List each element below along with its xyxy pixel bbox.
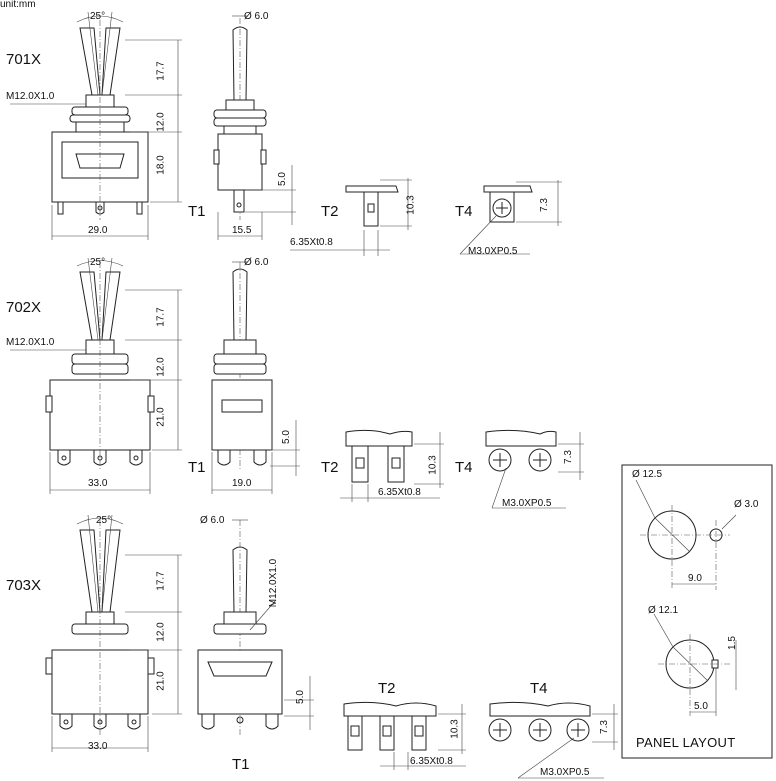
703x-t2-terminal: [343, 701, 466, 770]
702x-side-pin: 5.0: [280, 430, 292, 444]
701x-dim-bushing: 12.0: [155, 112, 167, 132]
701x-t4-screw: M3.0XP0.5: [468, 246, 518, 257]
701x-t4-height: 7.3: [538, 198, 550, 212]
703x-t2-tab: 6.35Xt0.8: [410, 756, 453, 767]
701x-angle: 25°: [90, 11, 106, 22]
702x-t2-label: T2: [321, 459, 339, 476]
703x-t4-label: T4: [530, 680, 548, 697]
703x-t1-label: T1: [232, 756, 250, 773]
703x-t2-label: T2: [378, 680, 396, 697]
702x-t2-terminal: [340, 429, 444, 502]
701x-t1-label: T1: [188, 203, 206, 220]
703x-side-pin: 5.0: [294, 690, 306, 704]
701x-side-diameter: Ø 6.0: [244, 11, 269, 22]
703x-angle: 25°: [96, 515, 112, 526]
703x-side-diameter: Ø 6.0: [200, 515, 225, 526]
702x-dim-lever: 17.7: [155, 307, 167, 327]
701x-side-pin: 5.0: [276, 172, 288, 186]
panel-hole2-offset: 5.0: [694, 701, 708, 712]
703x-dim-bushing: 12.0: [155, 622, 167, 642]
701x-side-width: 15.5: [232, 225, 252, 236]
702x-t4-terminal: [485, 429, 584, 509]
703x-front-view: [45, 514, 182, 752]
model-702x-title: 702X: [6, 299, 42, 316]
panel-hole1-small-diameter: Ø 3.0: [734, 499, 759, 510]
702x-t4-screw: M3.0XP0.5: [502, 498, 552, 509]
701x-dim-lever: 17.7: [155, 61, 167, 81]
702x-dim-bushing: 12.0: [155, 357, 167, 377]
703x-t4-screw: M3.0XP0.5: [540, 767, 590, 778]
703x-t4-height: 7.3: [598, 720, 610, 734]
model-703x-title: 703X: [6, 577, 42, 594]
702x-front-view: [10, 257, 182, 494]
702x-thread: M12.0X1.0: [6, 337, 55, 348]
702x-side-view: [211, 261, 300, 494]
703x-thread: M12.0X1.0: [268, 558, 280, 608]
panel-layout-box: [621, 464, 773, 759]
701x-width: 29.0: [88, 225, 108, 236]
702x-width: 33.0: [88, 478, 108, 489]
703x-dim-lever: 17.7: [155, 571, 167, 591]
703x-width: 33.0: [88, 741, 108, 752]
702x-dim-body: 21.0: [155, 407, 167, 427]
703x-dim-body: 21.0: [155, 671, 167, 691]
703x-side-view: [197, 519, 314, 735]
model-701x-title: 701X: [6, 51, 42, 68]
panel-hole1-diameter: Ø 12.5: [632, 469, 663, 480]
703x-t2-height: 10.3: [449, 719, 461, 739]
702x-t2-tab: 6.35Xt0.8: [378, 487, 421, 498]
702x-angle: 25°: [90, 257, 106, 268]
701x-side-view: [213, 15, 296, 240]
unit-label: unit:mm: [0, 0, 36, 10]
701x-t2-label: T2: [321, 203, 339, 220]
701x-t4-terminal: [459, 180, 562, 255]
701x-t4-label: T4: [455, 203, 473, 220]
702x-t1-label: T1: [188, 459, 206, 476]
701x-t2-terminal: [290, 178, 412, 256]
panel-hole1-offset: 9.0: [688, 573, 702, 584]
702x-side-width: 19.0: [232, 478, 252, 489]
702x-side-diameter: Ø 6.0: [244, 257, 269, 268]
panel-hole2-key: 1.5: [726, 636, 738, 650]
702x-t2-height: 10.3: [427, 455, 439, 475]
702x-t4-label: T4: [455, 459, 473, 476]
701x-t2-height: 10.3: [405, 195, 417, 215]
701x-front-view: [10, 11, 182, 240]
702x-t4-height: 7.3: [562, 450, 574, 464]
701x-thread: M12.0X1.0: [6, 91, 55, 102]
panel-layout-title: PANEL LAYOUT: [636, 735, 736, 750]
703x-t4-terminal: [488, 701, 618, 779]
701x-dim-body: 18.0: [155, 155, 167, 175]
701x-t2-tab: 6.35Xt0.8: [290, 237, 333, 248]
panel-hole2-diameter: Ø 12.1: [648, 605, 679, 616]
